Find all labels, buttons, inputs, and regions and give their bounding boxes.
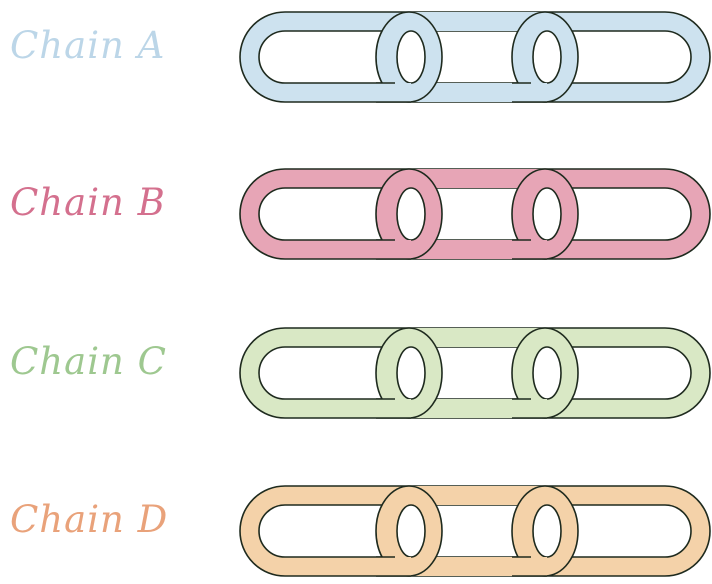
chain-a-ring-overlap-1 (512, 83, 547, 102)
chain-a-links (239, 11, 711, 103)
chain-a-ring-hole-1 (532, 30, 562, 84)
chain-c-outer-link-hole (258, 346, 692, 400)
chain-c-bar-bottom-0 (409, 399, 545, 418)
chain-b-ring-hole-0 (396, 187, 426, 241)
chain-c-ring-hole-0 (396, 346, 426, 400)
chain-a-outer-link-hole (258, 30, 692, 84)
chain-a-ring-overlap-0 (376, 83, 411, 102)
chain-a-bar-top-0 (409, 12, 545, 31)
chain-d-ring-overlap-0 (376, 557, 411, 576)
chain-c-ring-hole-1 (532, 346, 562, 400)
chain-b-ring-overlap-1 (512, 240, 547, 259)
chain-d-outer-link-hole (258, 504, 692, 558)
chain-label-a: Chain A (10, 24, 166, 67)
chain-d-bar-top-0 (409, 486, 545, 505)
chain-b-ring-hole-1 (532, 187, 562, 241)
chain-row-c: Chain C (0, 316, 712, 426)
chain-row-b: Chain B (0, 157, 712, 267)
chain-c-links (239, 327, 711, 419)
chain-d-ring-hole-0 (396, 504, 426, 558)
chain-a-ring-hole-0 (396, 30, 426, 84)
chain-d-ring-hole-1 (532, 504, 562, 558)
chain-b-links (239, 168, 711, 260)
chain-b-bar-bottom-0 (409, 240, 545, 259)
chain-b-outer-link-hole (258, 187, 692, 241)
chain-label-b: Chain B (10, 181, 166, 224)
chain-c-ring-overlap-0 (376, 399, 411, 418)
chain-row-d: Chain D (0, 474, 712, 584)
chain-c-ring-overlap-1 (512, 399, 547, 418)
chain-label-d: Chain D (10, 498, 169, 541)
chain-c-bar-top-0 (409, 328, 545, 347)
chain-a-bar-bottom-0 (409, 83, 545, 102)
chain-b-bar-top-0 (409, 169, 545, 188)
chain-row-a: Chain A (0, 0, 712, 110)
chain-d-ring-overlap-1 (512, 557, 547, 576)
chain-b-ring-overlap-0 (376, 240, 411, 259)
chain-d-bar-bottom-0 (409, 557, 545, 576)
chain-label-c: Chain C (10, 340, 167, 383)
chain-d-links (239, 485, 711, 577)
